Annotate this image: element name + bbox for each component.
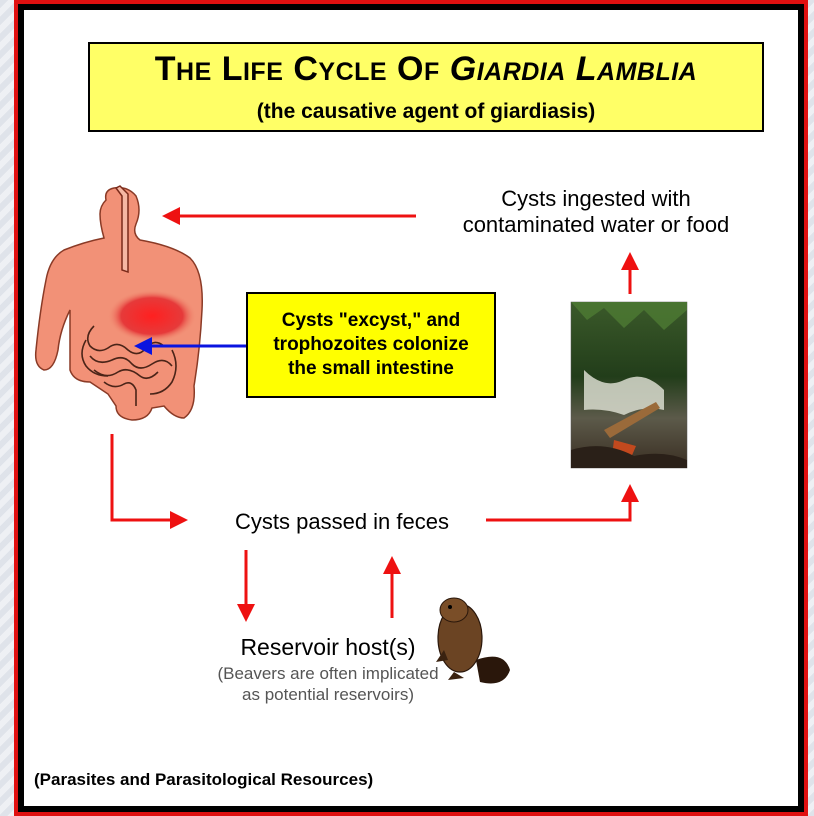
arrowhead-to-host xyxy=(162,207,180,225)
arrow-feces-to-water xyxy=(486,498,630,520)
arrowhead-feces-to-reservoir xyxy=(237,604,255,622)
arrowhead-reservoir-to-feces xyxy=(383,556,401,574)
diagram-panel: THE LIFE CYCLE OF GIARDIA LAMBLIA (the c… xyxy=(24,10,798,806)
arrowhead-feces-to-water xyxy=(621,484,639,502)
red-arrowheads xyxy=(162,207,639,622)
arrowhead-water-up xyxy=(621,252,639,270)
background-pattern-left xyxy=(0,0,14,816)
background-pattern-right xyxy=(808,0,814,816)
arrow-host-to-feces xyxy=(112,434,174,520)
diagram-graphics xyxy=(24,10,798,806)
stream-photo xyxy=(571,302,687,468)
arrowhead-host-to-feces xyxy=(170,511,188,529)
beaver-illustration xyxy=(436,598,510,684)
stomach-highlight xyxy=(108,290,196,342)
